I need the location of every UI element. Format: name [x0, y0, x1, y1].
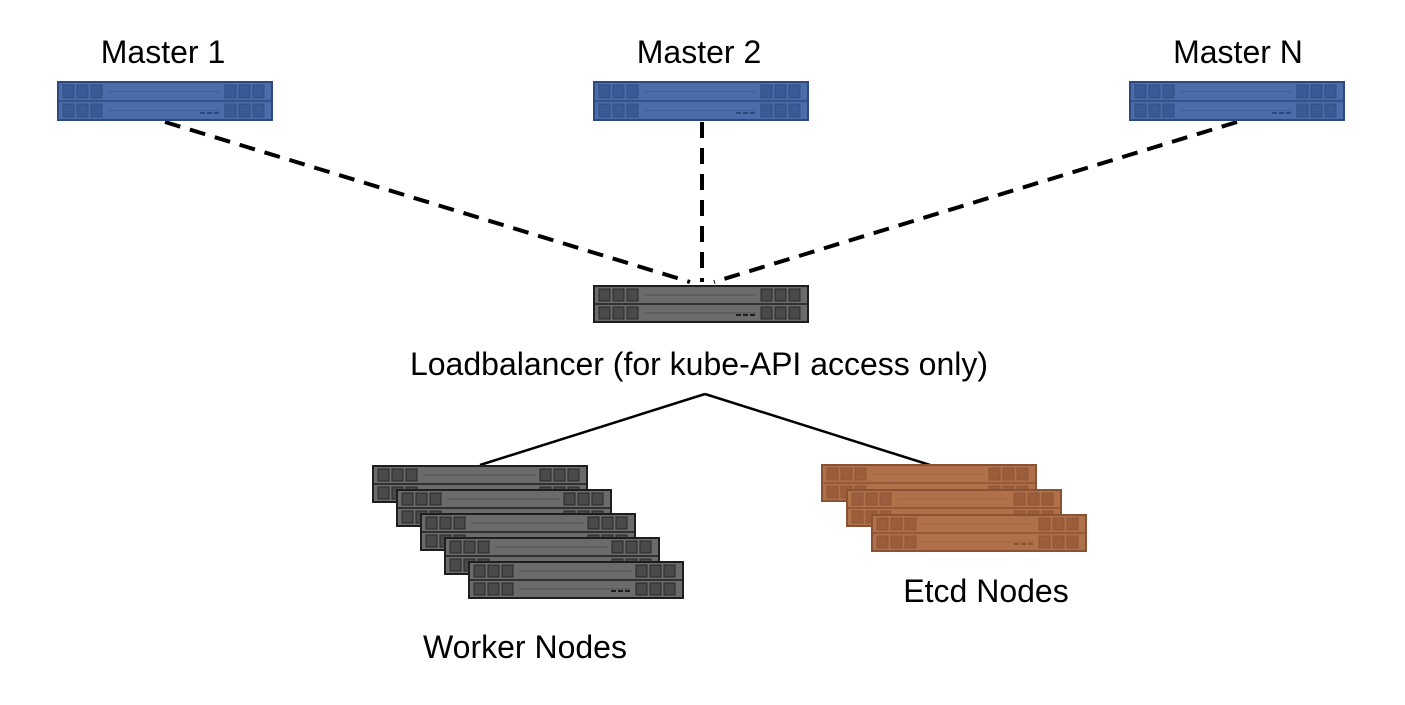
loadbalancer-server-icon: [593, 285, 809, 323]
master-n-connector: [713, 120, 1238, 284]
connectors: [164, 120, 1238, 467]
master-3-server-icon: [1129, 81, 1345, 121]
worker-connector: [479, 392, 706, 467]
loadbalancer-label: Loadbalancer (for kube-API access only): [409, 346, 989, 382]
master-2-label: Master 2: [636, 34, 762, 70]
master-2-server-icon: [593, 81, 809, 121]
etcd-connector: [704, 392, 931, 467]
server-icons: [57, 81, 1345, 599]
master-1-server-icon: [57, 81, 273, 121]
etcd-node-server-icon: [871, 514, 1087, 552]
master-1-connector: [164, 120, 691, 284]
etcd-nodes-label: Etcd Nodes: [903, 573, 1069, 609]
master-1-label: Master 1: [100, 34, 226, 70]
worker-node-server-icon: [468, 561, 684, 599]
worker-nodes-label: Worker Nodes: [423, 629, 627, 665]
master-n-label: Master N: [1173, 34, 1303, 70]
